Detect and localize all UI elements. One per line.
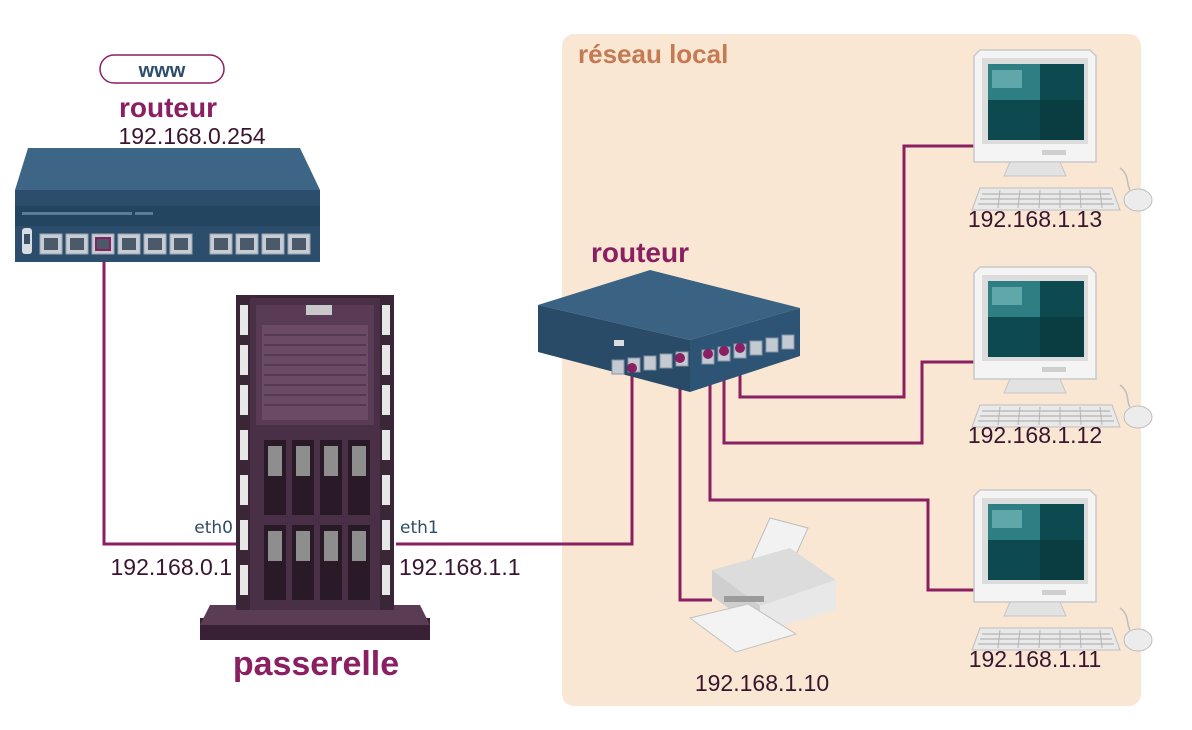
gateway-title: passerelle (233, 645, 399, 683)
printer-ip: 192.168.1.10 (695, 670, 829, 696)
lan-title: réseau local (578, 39, 728, 69)
pc-13-ip: 192.168.1.13 (968, 206, 1102, 232)
link-printer (678, 355, 712, 602)
pc-12-ip: 192.168.1.12 (968, 422, 1102, 448)
lan-uplink (396, 370, 634, 546)
link-pc-12 (722, 348, 974, 445)
eth1-ip: 192.168.1.1 (399, 554, 521, 580)
www-badge (99, 54, 225, 84)
www-badge-label: www (138, 60, 186, 82)
wan-router-title: routeur (119, 92, 217, 123)
printer-icon (688, 517, 836, 653)
wan-router-ip: 192.168.0.254 (118, 123, 265, 149)
wan-link (102, 252, 236, 546)
switch-icon (538, 270, 800, 392)
router-icon (15, 148, 320, 262)
link-pc-11 (708, 352, 974, 592)
eth0-ip: 192.168.0.1 (110, 554, 232, 580)
pc-11-ip: 192.168.1.11 (969, 646, 1102, 672)
eth1-label: eth1 (400, 518, 439, 538)
tower-server-icon (200, 295, 430, 640)
eth0-label: eth0 (194, 518, 233, 538)
network-links (102, 144, 974, 602)
lan-router-title: routeur (591, 237, 689, 268)
link-pc-13 (738, 144, 974, 399)
